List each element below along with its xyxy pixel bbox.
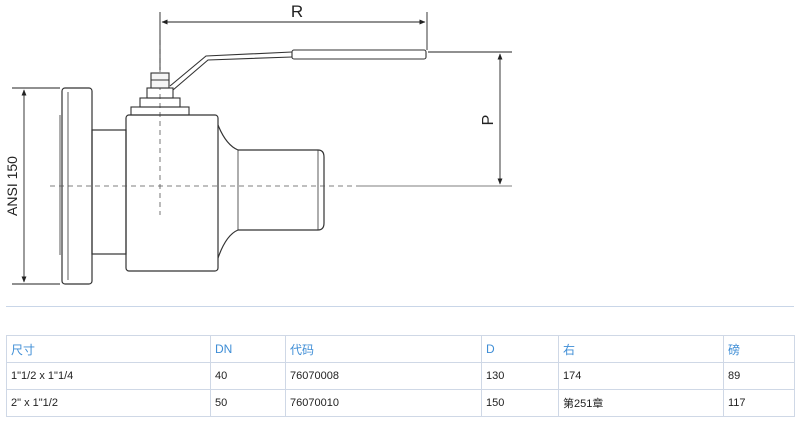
table-cell: 117 [723,389,795,417]
table-row: 1"1/2 x 1"1/4 40 76070008 130 174 89 [6,362,795,390]
section-divider [6,306,794,307]
header-dn: DN [210,335,286,363]
table-cell: 89 [723,362,795,390]
valve-technical-drawing: R P ANSI 150 [4,2,512,285]
table-cell: 1"1/2 x 1"1/4 [6,362,211,390]
dimension-flange-label: ANSI 150 [4,156,20,216]
center-axis [50,40,360,215]
spec-table: 尺寸 DN 代码 D 右 磅 1"1/2 x 1"1/4 40 76070008… [6,335,795,417]
header-d: D [481,335,559,363]
dimension-r [159,12,428,70]
header-right: 右 [558,335,724,363]
dimension-p [428,51,512,185]
table-cell: 第251章 [558,389,724,417]
dimension-p-label: P [480,115,497,126]
dimension-flange [12,87,60,285]
table-cell: 174 [558,362,724,390]
valve-body [125,114,325,272]
table-cell: 76070008 [285,362,482,390]
table-cell: 130 [481,362,559,390]
table-cell: 76070010 [285,389,482,417]
table-cell: 150 [481,389,559,417]
table-cell: 2" x 1"1/2 [6,389,211,417]
header-size: 尺寸 [6,335,211,363]
table-cell: 50 [210,389,286,417]
table-cell: 40 [210,362,286,390]
dimension-r-label: R [291,2,303,21]
header-weight: 磅 [723,335,795,363]
valve-stem [130,72,190,116]
handle-lever [169,49,427,91]
table-header-row: 尺寸 DN 代码 D 右 磅 [6,335,795,363]
table-row: 2" x 1"1/2 50 76070010 150 第251章 117 [6,389,795,417]
header-code: 代码 [285,335,482,363]
